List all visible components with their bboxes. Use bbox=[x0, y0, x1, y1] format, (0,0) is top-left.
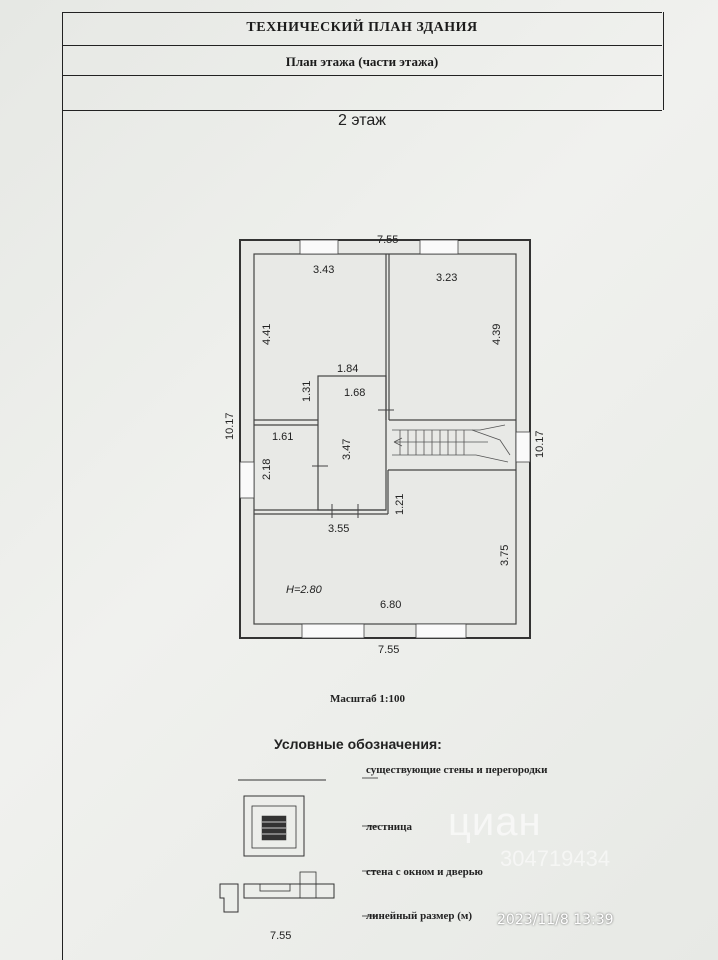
watermark-brand: циан bbox=[448, 800, 542, 844]
scale-label: Масштаб 1:100 bbox=[330, 693, 406, 705]
title-frame bbox=[62, 12, 664, 110]
door-marks bbox=[312, 403, 394, 518]
photo-timestamp: 2023/11/8 13:39 bbox=[497, 912, 614, 928]
dim-corridor-width: 1.68 bbox=[344, 387, 365, 399]
document-subtitle: План этажа (части этажа) bbox=[285, 54, 439, 69]
dim-bottom-room-wall: 3.55 bbox=[328, 523, 349, 535]
floor-label: 2 этаж bbox=[338, 112, 386, 129]
legend-symbols bbox=[219, 777, 378, 917]
frame-mid-line bbox=[62, 45, 662, 46]
legend-item-window-door: стена с окном и дверью bbox=[366, 866, 483, 878]
dim-small-room-width: 1.61 bbox=[272, 431, 293, 443]
window-bottom-right bbox=[415, 623, 467, 639]
dim-bottom-room-width: 6.80 bbox=[380, 599, 401, 611]
dim-bottom-room-height: 3.75 bbox=[499, 545, 511, 566]
dim-bottom-outer: 7.55 bbox=[378, 644, 399, 656]
ceiling-height: H=2.80 bbox=[286, 584, 323, 596]
window-top-right bbox=[419, 239, 459, 255]
dim-stair-gap: 1.21 bbox=[394, 494, 406, 515]
window-right bbox=[515, 431, 531, 463]
dim-left-outer: 10.17 bbox=[224, 412, 236, 440]
dim-room-tl-height: 4.41 bbox=[261, 324, 273, 345]
legend-dimension-example: 7.55 bbox=[270, 930, 292, 942]
dim-corridor-left-height: 1.31 bbox=[301, 381, 313, 402]
window-left bbox=[239, 461, 255, 499]
dim-room-tl-width: 3.43 bbox=[313, 264, 334, 276]
legend-stair-symbol bbox=[243, 795, 305, 857]
legend-item-walls: существующие стены и перегородки bbox=[366, 764, 548, 776]
dim-small-room-height: 2.18 bbox=[261, 459, 273, 480]
frame-left-border bbox=[62, 12, 63, 960]
dim-corridor-top: 1.84 bbox=[337, 363, 358, 375]
window-bottom-left bbox=[301, 623, 365, 639]
dim-top-outer: 7.55 bbox=[377, 234, 398, 246]
legend-window-door-symbol bbox=[219, 871, 335, 913]
document-title: ТЕХНИЧЕСКИЙ ПЛАН ЗДАНИЯ bbox=[246, 20, 478, 35]
legend-item-stairs: лестница bbox=[366, 821, 412, 833]
legend-title: Условные обозначения: bbox=[274, 736, 442, 752]
staircase bbox=[392, 424, 511, 463]
dim-room-tr-width: 3.23 bbox=[436, 272, 457, 284]
windows bbox=[239, 239, 531, 639]
window-top-left bbox=[299, 239, 339, 255]
dim-room-tr-height: 4.39 bbox=[491, 324, 503, 345]
frame-sub-line bbox=[62, 75, 662, 76]
watermark-id: 304719434 bbox=[500, 846, 611, 871]
dim-right-outer: 10.17 bbox=[534, 430, 546, 458]
legend-item-dimension: линейный размер (м) bbox=[366, 910, 473, 922]
frame-top-line bbox=[62, 12, 662, 13]
dim-corridor-height: 3.47 bbox=[341, 439, 353, 460]
frame-bottom-line bbox=[62, 110, 662, 111]
